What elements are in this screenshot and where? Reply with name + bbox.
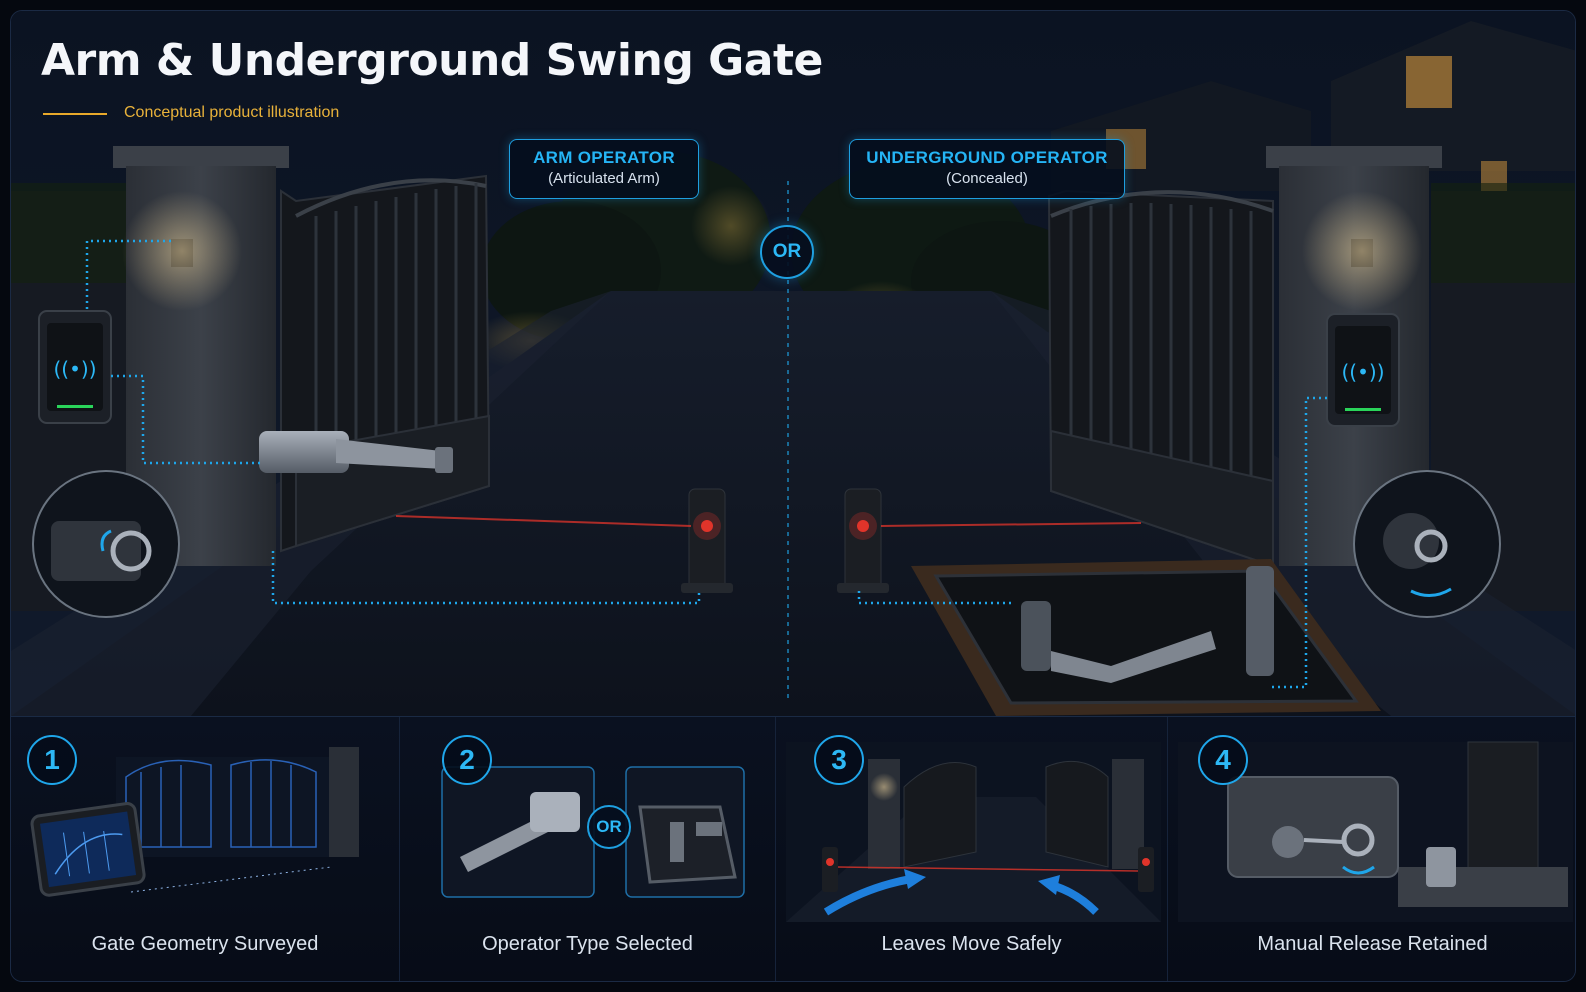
illustration-frame: ((•)) ((•)) <box>10 10 1576 982</box>
or-divider-badge: OR <box>760 225 814 279</box>
rotate-arrow-icon <box>100 529 112 552</box>
process-steps: 1 Gate Geometry Surveyed 2 OR Operator T… <box>11 716 1575 981</box>
subtitle-rule <box>43 113 107 115</box>
rfid-wave-icon: ((•)) <box>1341 360 1384 384</box>
left-manual-release-detail <box>32 470 180 618</box>
scene-artwork: ((•)) ((•)) <box>11 11 1575 716</box>
key-icon <box>110 530 152 572</box>
arm-operator-label: ARM OPERATOR (Articulated Arm) <box>509 139 699 199</box>
key-icon <box>1414 529 1448 563</box>
step-caption: Manual Release Retained <box>1257 933 1488 955</box>
underground-operator-title: UNDERGROUND OPERATOR <box>866 148 1108 167</box>
left-safety-beam <box>395 515 692 527</box>
step-number-badge: 2 <box>442 735 492 785</box>
wiring-paths <box>85 239 1327 689</box>
gate-scene: ((•)) ((•)) <box>11 11 1575 716</box>
step-1: 1 Gate Geometry Surveyed <box>11 717 399 981</box>
left-photocell <box>681 488 733 593</box>
step-3-artwork <box>786 742 1161 922</box>
step-number-badge: 1 <box>27 735 77 785</box>
rfid-wave-icon: ((•)) <box>53 357 96 381</box>
left-access-keypad: ((•)) <box>38 310 112 424</box>
step-2: 2 OR Operator Type Selected <box>399 717 775 981</box>
right-safety-beam <box>880 522 1142 527</box>
or-divider-badge: OR <box>587 805 631 849</box>
right-photocell <box>837 488 889 593</box>
step-caption: Operator Type Selected <box>482 933 693 955</box>
articulated-arm-operator <box>259 431 453 473</box>
arm-operator-title: ARM OPERATOR <box>533 148 675 167</box>
step-caption: Gate Geometry Surveyed <box>91 933 319 955</box>
step-number-badge: 3 <box>814 735 864 785</box>
rotate-arrow-icon <box>1410 587 1452 597</box>
key-icon <box>1341 823 1375 857</box>
tablet-blueprint-icon <box>30 802 146 897</box>
step-number-badge: 4 <box>1198 735 1248 785</box>
step-1-artwork <box>30 747 359 897</box>
rotate-arrow-icon <box>1342 865 1375 875</box>
step-caption: Leaves Move Safely <box>881 933 1062 955</box>
step-3: 3 Leaves Move Safely <box>775 717 1167 981</box>
right-gate-leaf <box>1047 189 1274 568</box>
underground-operator-label: UNDERGROUND OPERATOR (Concealed) <box>849 139 1125 199</box>
left-gate-leaf <box>280 174 491 553</box>
right-access-keypad: ((•)) <box>1326 313 1400 427</box>
page-subtitle: Conceptual product illustration <box>124 104 340 121</box>
arm-operator-subtitle: (Articulated Arm) <box>548 170 660 187</box>
step-4: 4 Manual Release Retained <box>1167 717 1575 981</box>
step-2-artwork <box>441 766 745 898</box>
page-title: Arm & Underground Swing Gate <box>41 35 823 86</box>
right-manual-release-detail <box>1353 470 1501 618</box>
direction-arrow-icon <box>823 875 912 916</box>
underground-operator-subtitle: (Concealed) <box>946 170 1028 187</box>
underground-operator-pit <box>911 559 1381 716</box>
